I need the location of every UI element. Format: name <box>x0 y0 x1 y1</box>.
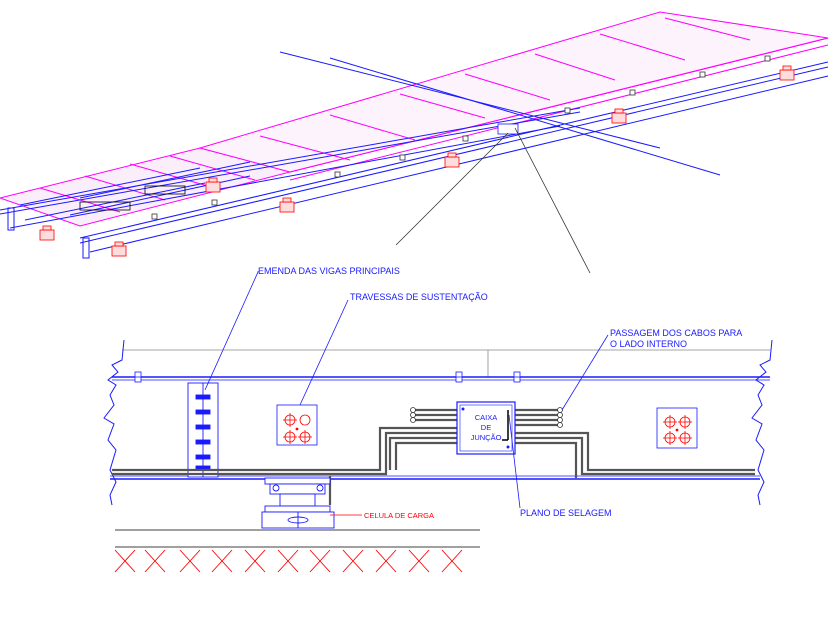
beam-fittings <box>151 55 771 220</box>
junction-box-label-1: CAIXA <box>475 413 498 422</box>
cable-gland-markers <box>410 407 563 428</box>
detail-view: CAIXA DE JUNÇÃO <box>103 266 773 573</box>
beam-splice-plate <box>187 382 219 478</box>
annotation-leaders <box>204 271 609 509</box>
label-load-cell: CELULA DE CARGA <box>364 511 434 520</box>
label-sealing-plane: PLANO DE SELAGEM <box>520 508 612 518</box>
bolt-icon <box>453 371 465 383</box>
load-cell-icon <box>279 197 295 213</box>
detail-leader-right <box>514 127 591 274</box>
isometric-view <box>0 11 829 274</box>
bolt-icon <box>132 371 144 383</box>
crossbeam-right <box>656 407 698 449</box>
load-cell-icon <box>111 241 127 257</box>
load-cell-icon <box>779 65 795 81</box>
label-beam-splice: EMENDA DAS VIGAS PRINCIPAIS <box>258 266 400 276</box>
junction-box-label-3: JUNÇÃO <box>471 433 502 442</box>
main-beam-section <box>110 376 770 480</box>
load-cell-assembly <box>261 477 335 529</box>
label-cable-passage-2: O LADO INTERNO <box>610 339 687 349</box>
load-cell-icon <box>444 152 460 168</box>
detail-frame <box>122 349 770 377</box>
platform-deck <box>0 11 829 227</box>
flange-bolts <box>132 371 523 383</box>
load-cell-icon <box>611 108 627 124</box>
ground <box>115 529 480 548</box>
ground-hatch <box>114 549 463 573</box>
load-cell-icon <box>39 225 55 241</box>
crossbeam-left <box>276 404 318 446</box>
label-cable-passage-1: PASSAGEM DOS CABOS PARA <box>610 328 742 338</box>
detail-leader-left <box>395 132 509 246</box>
load-cell-icon <box>205 177 221 193</box>
label-crossbeams: TRAVESSAS DE SUSTENTAÇÃO <box>350 292 488 302</box>
junction-box: CAIXA DE JUNÇÃO <box>456 401 516 455</box>
bolt-icon <box>511 371 523 383</box>
junction-box-label-2: DE <box>481 423 491 432</box>
isometric-load-cells <box>39 65 795 257</box>
cables <box>112 408 755 505</box>
